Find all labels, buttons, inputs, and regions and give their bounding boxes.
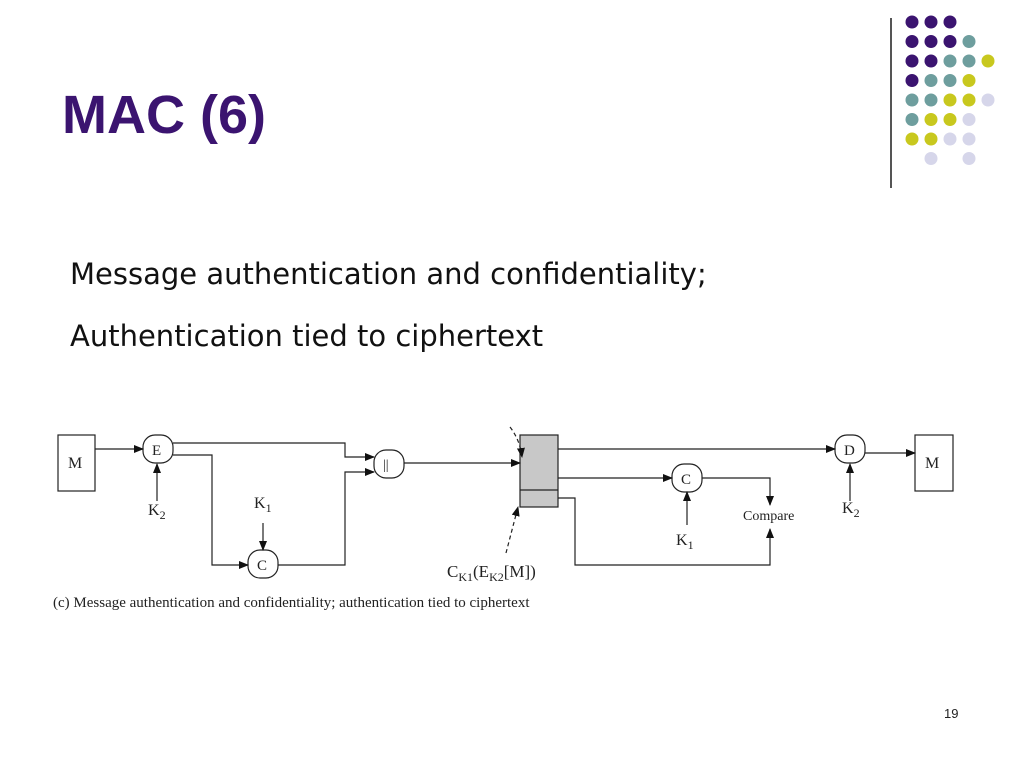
encrypt-label: E	[152, 443, 161, 459]
decrypt-label: D	[844, 443, 855, 459]
decorative-dot	[962, 74, 976, 87]
source-message-label: M	[68, 455, 82, 472]
decorative-dot	[943, 54, 957, 68]
decorative-dot	[981, 54, 995, 68]
decorative-dot	[943, 113, 957, 126]
decorative-dot	[943, 93, 957, 107]
decorative-dot	[924, 132, 938, 146]
diagram-caption: (c) Message authentication and confident…	[53, 595, 530, 611]
decorative-dot	[962, 113, 976, 126]
mac-source-label: C	[257, 558, 267, 574]
decorative-dot	[943, 74, 957, 87]
transmitted-block	[519, 434, 559, 508]
decorative-dot	[962, 132, 976, 146]
decorative-dot	[943, 15, 957, 29]
dest-message-box	[914, 434, 954, 492]
decorative-dot	[962, 35, 976, 48]
k1-destination-label: K1	[676, 532, 694, 552]
decorative-dot	[905, 54, 919, 68]
decorative-dot	[924, 152, 938, 165]
decorative-dot	[924, 15, 938, 29]
k2-destination-label: K2	[842, 500, 860, 520]
subtitle-line-2: Authentication tied to ciphertext	[70, 319, 544, 353]
decorative-dot	[924, 54, 938, 68]
compare-label: Compare	[743, 509, 794, 524]
title-divider-line	[890, 18, 892, 188]
decorative-dot	[905, 113, 919, 126]
decorative-dot	[905, 74, 919, 87]
decorative-dot	[924, 113, 938, 126]
decorative-dot	[962, 54, 976, 68]
mac-diagram: M E K2 K1 C || C Compare K1 D K2 M CK1(E…	[53, 426, 954, 611]
decorative-dot	[905, 132, 919, 146]
concat-label: ||	[383, 458, 389, 473]
decorative-dot-grid	[905, 15, 995, 165]
concat-node	[373, 449, 405, 479]
mac-destination-label: C	[681, 472, 691, 488]
k2-source-label: K2	[148, 502, 166, 522]
decorative-dot	[924, 35, 938, 48]
page-number: 19	[944, 706, 959, 721]
decorative-dot	[924, 74, 938, 87]
decorative-dot	[905, 15, 919, 29]
source-message-box	[57, 434, 96, 492]
slide-title: MAC (6)	[62, 85, 266, 145]
decorative-dot	[943, 132, 957, 146]
ciphertext-mac-formula: CK1(EK2[M])	[447, 562, 536, 584]
decorative-dot	[924, 93, 938, 107]
k1-source-label: K1	[254, 495, 272, 515]
decorative-dot	[905, 93, 919, 107]
decorative-dot	[962, 93, 976, 107]
decorative-dot	[905, 35, 919, 48]
dest-message-label: M	[925, 455, 939, 472]
decorative-dot	[962, 152, 976, 165]
decorative-dot	[981, 93, 995, 107]
subtitle-line-1: Message authentication and confidentiali…	[70, 257, 707, 291]
decorative-dot	[943, 35, 957, 48]
